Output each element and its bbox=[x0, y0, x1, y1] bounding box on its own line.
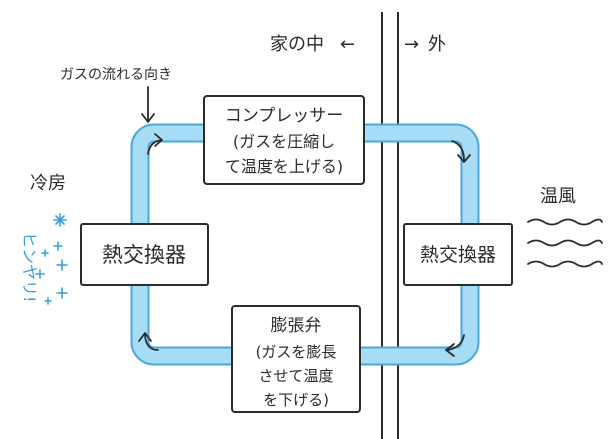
flow-arrow-icon bbox=[138, 332, 159, 351]
flow-arrows bbox=[138, 133, 471, 357]
indoor-heat-exchanger-box: 熱交換器 bbox=[80, 223, 209, 286]
sparkle-icon bbox=[35, 269, 45, 279]
header-labels: 家の中 ← → 外 bbox=[270, 34, 446, 55]
inside-arrow: ← bbox=[340, 34, 355, 55]
cooling-label: 冷房 bbox=[30, 173, 66, 194]
outdoor-heat-exchanger-box: 熱交換器 bbox=[403, 223, 513, 286]
down-arrow-icon bbox=[141, 86, 155, 123]
compressor-box: コンプレッサー (ガスを圧縮し て温度を上げる) bbox=[203, 95, 365, 185]
wavy-line-icon bbox=[527, 260, 603, 268]
inside-label: 家の中 bbox=[270, 34, 324, 55]
expansion-valve-note-line2: させて温度 bbox=[258, 367, 333, 385]
expansion-valve-title: 膨張弁 bbox=[271, 316, 322, 336]
sparkle-icon bbox=[53, 213, 67, 227]
warm-wind-waves bbox=[527, 218, 603, 268]
gas-flow-label: ガスの流れる向き bbox=[60, 67, 172, 83]
sparkle-icon bbox=[56, 287, 68, 299]
compressor-title: コンプレッサー bbox=[225, 106, 344, 126]
compressor-note-line2: て温度を上げる) bbox=[225, 157, 343, 176]
flow-arrow-icon bbox=[147, 133, 163, 155]
wavy-line-icon bbox=[527, 218, 603, 226]
sparkle-icon bbox=[53, 241, 63, 251]
outdoor-heat-exchanger-label: 熱交換器 bbox=[420, 244, 496, 266]
cold-sparkles bbox=[35, 213, 68, 305]
sparkle-icon bbox=[44, 297, 52, 305]
sparkle-icon bbox=[56, 259, 68, 271]
expansion-valve-box: 膨張弁 (ガスを膨長 させて温度 を下げる) bbox=[231, 305, 361, 413]
expansion-valve-note-line3: を下げる) bbox=[263, 391, 329, 409]
compressor-note-line1: (ガスを圧縮し bbox=[233, 132, 335, 151]
outside-label: 外 bbox=[428, 34, 446, 55]
cooling-onomatopoeia: ヒンヤリ! bbox=[20, 232, 39, 302]
house-wall bbox=[381, 12, 399, 439]
expansion-valve-note-line1: (ガスを膨長 bbox=[256, 343, 337, 361]
flow-arrow-icon bbox=[445, 334, 465, 357]
outside-arrow: → bbox=[404, 34, 419, 55]
indoor-heat-exchanger-label: 熱交換器 bbox=[102, 243, 186, 267]
wavy-line-icon bbox=[527, 239, 603, 247]
sparkle-icon bbox=[41, 249, 49, 257]
warm-wind-label: 温風 bbox=[540, 186, 576, 207]
flow-arrow-icon bbox=[451, 140, 471, 163]
